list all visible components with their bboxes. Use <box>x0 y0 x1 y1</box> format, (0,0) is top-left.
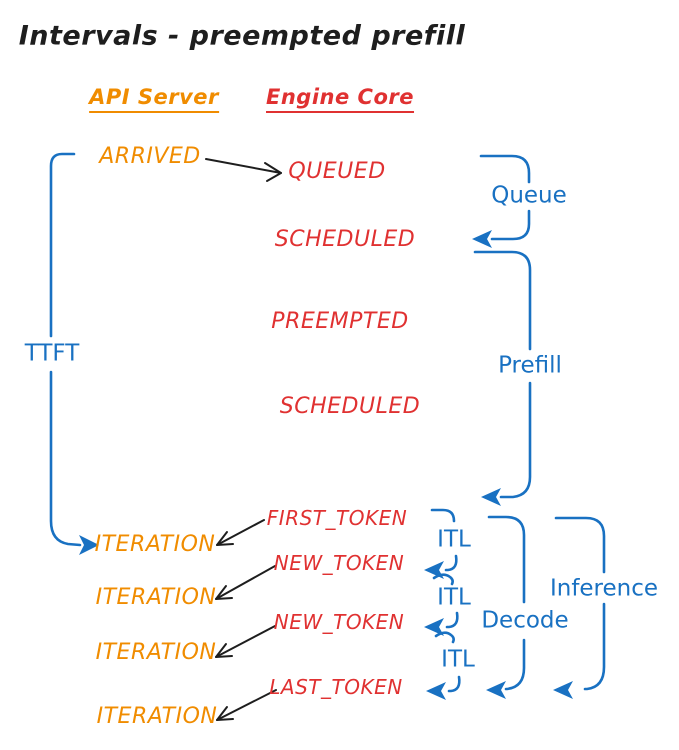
interval-label-decode: Decode <box>481 607 569 634</box>
arrow-first-token-to-iteration <box>216 519 265 546</box>
diagram-title: Intervals - preempted prefill <box>18 20 466 52</box>
interval-label-itl-2: ITL <box>437 584 471 611</box>
event-new-token-1: NEW_TOKEN <box>273 551 405 575</box>
inference-bracket <box>553 516 606 699</box>
event-scheduled-2: SCHEDULED <box>279 394 421 419</box>
event-last-token: LAST_TOKEN <box>269 675 403 699</box>
ttft-arrowhead-icon <box>79 535 99 555</box>
itl-bracket-3 <box>426 631 461 700</box>
interval-label-itl-1: ITL <box>437 526 471 553</box>
queue-bracket <box>472 154 531 248</box>
event-iteration-4: ITERATION <box>96 704 218 729</box>
decode-bracket <box>486 515 526 699</box>
inference-arrowhead-icon <box>553 681 573 699</box>
decode-arrowhead-icon <box>486 681 506 699</box>
itl3-arrowhead-icon <box>426 682 446 700</box>
itl2-arrowhead-icon <box>424 618 444 636</box>
event-queued: QUEUED <box>288 159 386 184</box>
prefill-bracket <box>473 250 532 506</box>
itl-bracket-2 <box>424 573 459 636</box>
event-scheduled-1: SCHEDULED <box>274 227 416 252</box>
itl1-arrowhead-icon <box>424 561 444 579</box>
event-first-token: FIRST_TOKEN <box>266 506 408 530</box>
prefill-arrowhead-icon <box>481 488 501 506</box>
event-arrived: ARRIVED <box>99 144 201 169</box>
interval-label-prefill: Prefill <box>498 352 562 379</box>
arrow-new-token2-to-iteration <box>215 625 276 658</box>
interval-label-inference: Inference <box>549 575 659 602</box>
column-header-engine-core: Engine Core <box>266 87 414 113</box>
arrow-arrived-to-queued <box>205 158 282 182</box>
event-iteration-2: ITERATION <box>95 585 217 610</box>
interval-label-itl-3: ITL <box>441 646 475 673</box>
event-iteration-1: ITERATION <box>94 532 216 557</box>
queue-arrowhead-icon <box>472 230 492 248</box>
arrow-last-token-to-iteration <box>216 689 277 721</box>
column-header-api-server: API Server <box>89 87 219 113</box>
arrow-new-token1-to-iteration <box>215 565 276 600</box>
ttft-bracket <box>49 152 99 555</box>
interval-label-queue: Queue <box>491 182 567 209</box>
event-iteration-3: ITERATION <box>95 640 217 665</box>
interval-label-ttft: TTFT <box>24 340 80 367</box>
event-preempted: PREEMPTED <box>271 309 409 334</box>
event-new-token-2: NEW_TOKEN <box>273 610 405 634</box>
